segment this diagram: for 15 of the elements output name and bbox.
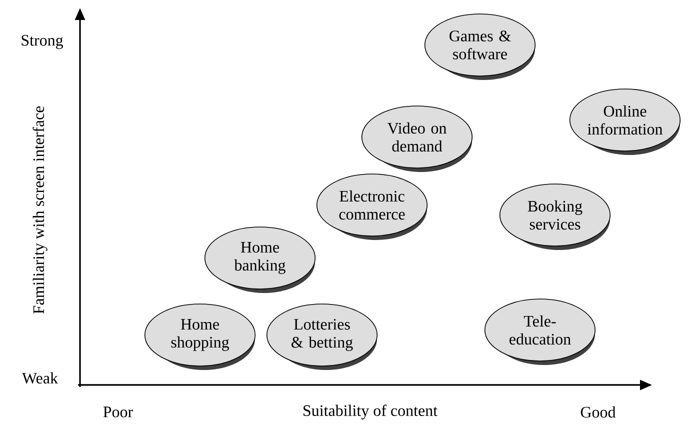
axis-label: Poor [103,406,133,418]
axis-label: Weak [22,372,58,384]
axis-title: Suitability of content [304,404,438,420]
ellipse-bubble: Tele- education [484,298,596,365]
ellipse-bubble: Lotteries & betting [266,304,378,370]
ellipse-bubble: Booking services [499,184,611,250]
ellipse-bubble: Video on demand [361,106,473,172]
ellipse-bubble: Home banking [204,226,316,293]
ellipse-bubble: Online information [569,88,681,155]
axis-title: Familiarity with screen interface [32,106,48,314]
axis-label: Good [580,406,616,418]
ellipse-bubble: Home shopping [144,304,256,370]
ellipse-bubble: Games & software [424,14,536,80]
ellipse-bubble: Electronic commerce [316,174,428,240]
axis-label: Strong [22,34,64,49]
